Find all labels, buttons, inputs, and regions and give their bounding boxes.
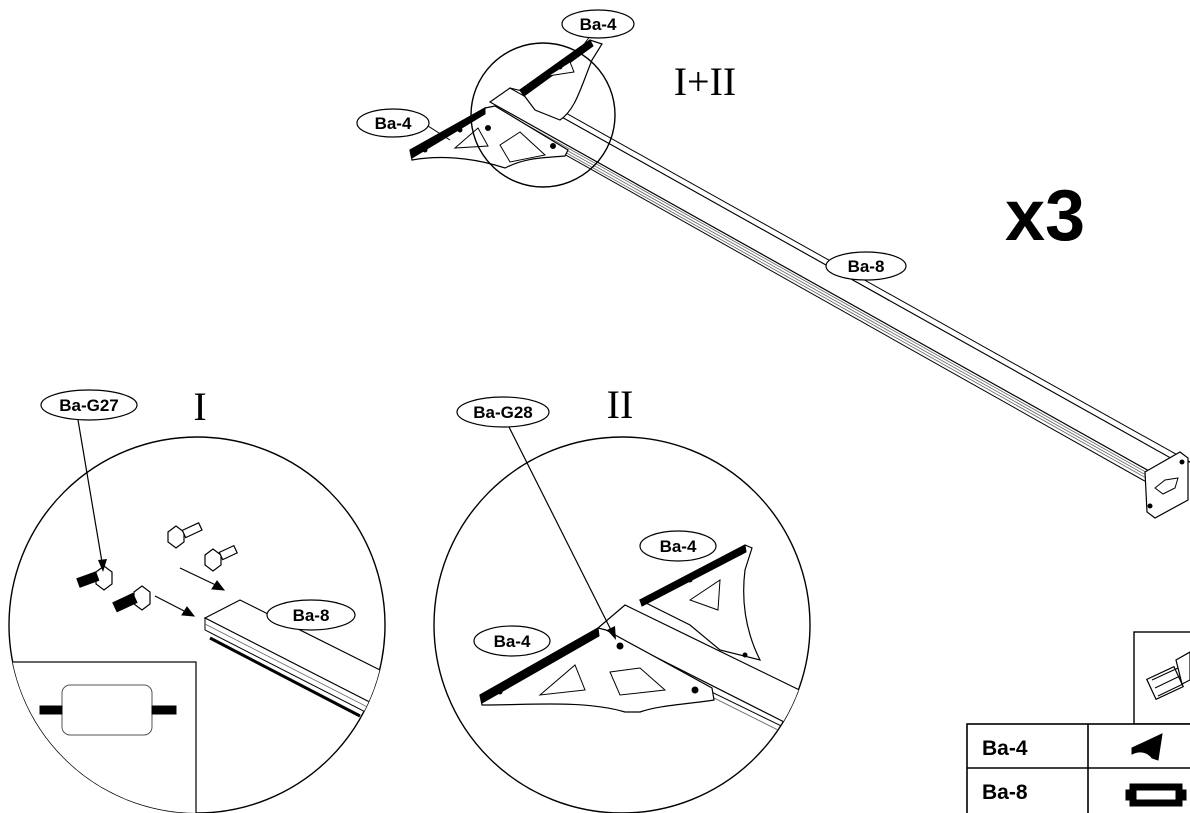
table-row-code: Ba-4 (982, 737, 1028, 760)
bracket-top (519, 39, 603, 121)
detail-two: Ba-G28 Ba-4 Ba-4 II (433, 382, 811, 813)
step-label-detail-two: II (607, 382, 634, 427)
detail-highlight-circle (470, 42, 616, 188)
bolt-icon (167, 521, 203, 549)
bolt-icon (112, 585, 151, 613)
callout-bracket-detail-lower: Ba-4 (473, 625, 551, 657)
parts-table: Ba-4 Ba-8 (966, 631, 1190, 813)
table-row-code: Ba-8 (982, 781, 1028, 804)
callout-label: Ba-8 (293, 606, 330, 625)
callout-bracket-detail-upper: Ba-4 (639, 530, 717, 562)
callout-label: Ba-4 (494, 632, 531, 651)
callout-label: Ba-G28 (473, 403, 533, 422)
callout-label: Ba-4 (375, 114, 412, 133)
callout-bolt-one: Ba-G27 (40, 389, 138, 572)
bracket-left (409, 105, 569, 169)
callout-bracket-left: Ba-4 (356, 108, 451, 141)
bolt-icon (204, 544, 238, 572)
bolt-icon (1145, 651, 1190, 701)
callout-beam-main: Ba-8 (825, 251, 907, 281)
callout-bolt-two: Ba-G28 (456, 396, 616, 640)
callout-label: Ba-4 (580, 15, 617, 34)
callout-label: Ba-8 (848, 257, 885, 276)
callout-beam-detail: Ba-8 (266, 599, 356, 631)
step-label-combined: I+II (674, 59, 737, 104)
bracket-icon (479, 627, 715, 713)
beam-end-plate (1144, 451, 1189, 519)
profile-inset (9, 661, 197, 813)
callout-label: Ba-G27 (59, 396, 119, 415)
bolt-icon (76, 565, 113, 591)
bracket-icon (1131, 733, 1163, 761)
beam-profile-icon (1125, 783, 1187, 807)
bracket-icon (638, 544, 762, 661)
step-label-detail-one: I (193, 384, 206, 429)
quantity-multiplier: x3 (1005, 176, 1085, 256)
callout-label: Ba-4 (660, 537, 697, 556)
callout-bracket-top: Ba-4 (561, 9, 635, 51)
detail-one: Ba-G27 Ba-8 I (8, 384, 386, 813)
